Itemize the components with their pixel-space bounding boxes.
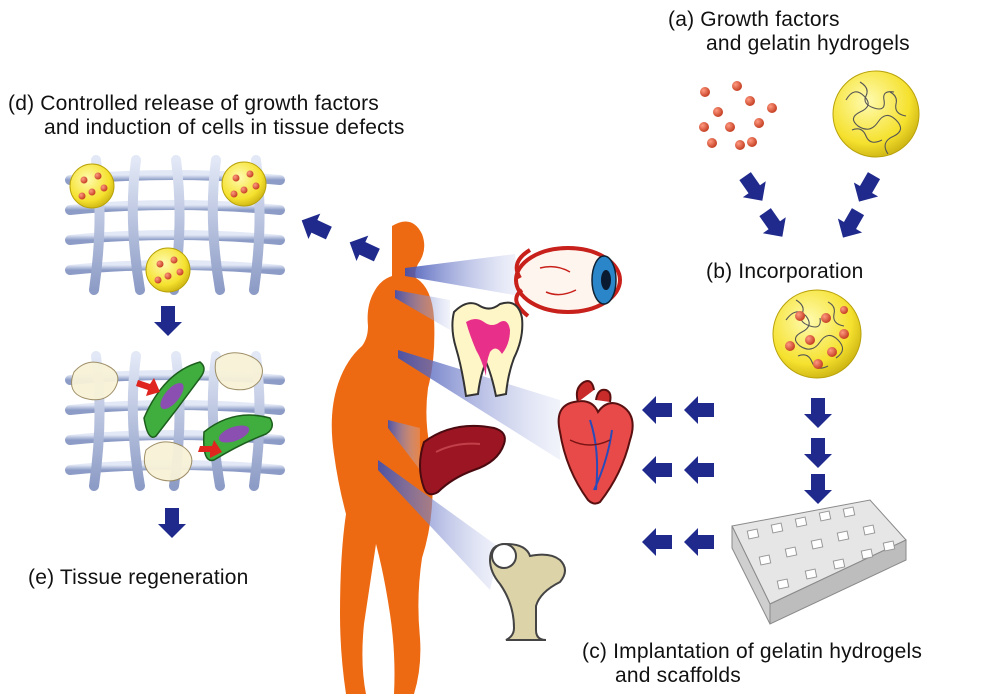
- liver-icon: [419, 424, 506, 496]
- tooth-icon: [451, 301, 524, 398]
- growth-factor-particles: [699, 81, 777, 150]
- label-b: (b) Incorporation: [706, 260, 863, 284]
- label-a-line1: (a) Growth factors: [668, 8, 840, 31]
- label-c: (c) Implantation of gelatin hydrogels an…: [582, 640, 922, 688]
- arrows-to-release-panel: [295, 207, 383, 268]
- arrow-to-cell-panel: [154, 306, 182, 336]
- organ-beams: [378, 254, 560, 590]
- label-b-line1: (b) Incorporation: [706, 260, 864, 283]
- heart-icon: [557, 380, 634, 505]
- gelatin-hydrogel-sphere: [832, 70, 920, 158]
- arrows-to-body: [642, 396, 714, 556]
- arrows-to-incorporation: [733, 168, 887, 245]
- label-d-line1: (d) Controlled release of growth factors: [8, 92, 379, 115]
- arrow-to-regeneration: [158, 508, 186, 538]
- release-scaffold-mesh: [65, 155, 285, 295]
- migrating-cells: [143, 361, 273, 462]
- label-d: (d) Controlled release of growth factors…: [8, 92, 405, 140]
- cell-induction-mesh: [65, 351, 285, 491]
- label-a-line2: and gelatin hydrogels: [706, 32, 910, 55]
- migration-arrows: [136, 378, 222, 458]
- porous-scaffold: [731, 499, 907, 625]
- label-e-line1: (e) Tissue regeneration: [28, 566, 249, 589]
- human-body-silhouette: [331, 221, 435, 694]
- label-a: (a) Growth factors and gelatin hydrogels: [668, 8, 910, 56]
- label-e: (e) Tissue regeneration: [28, 566, 249, 590]
- eye-icon: [514, 246, 622, 318]
- hydrogel-particles-in-mesh: [69, 161, 267, 293]
- label-d-line2: and induction of cells in tissue defects: [44, 116, 405, 139]
- arrows-to-scaffold: [804, 398, 832, 504]
- bone-icon: [488, 542, 566, 641]
- label-c-line2: and scaffolds: [615, 664, 741, 687]
- loaded-hydrogel-sphere: [772, 289, 862, 379]
- label-c-line1: (c) Implantation of gelatin hydrogels: [582, 640, 923, 663]
